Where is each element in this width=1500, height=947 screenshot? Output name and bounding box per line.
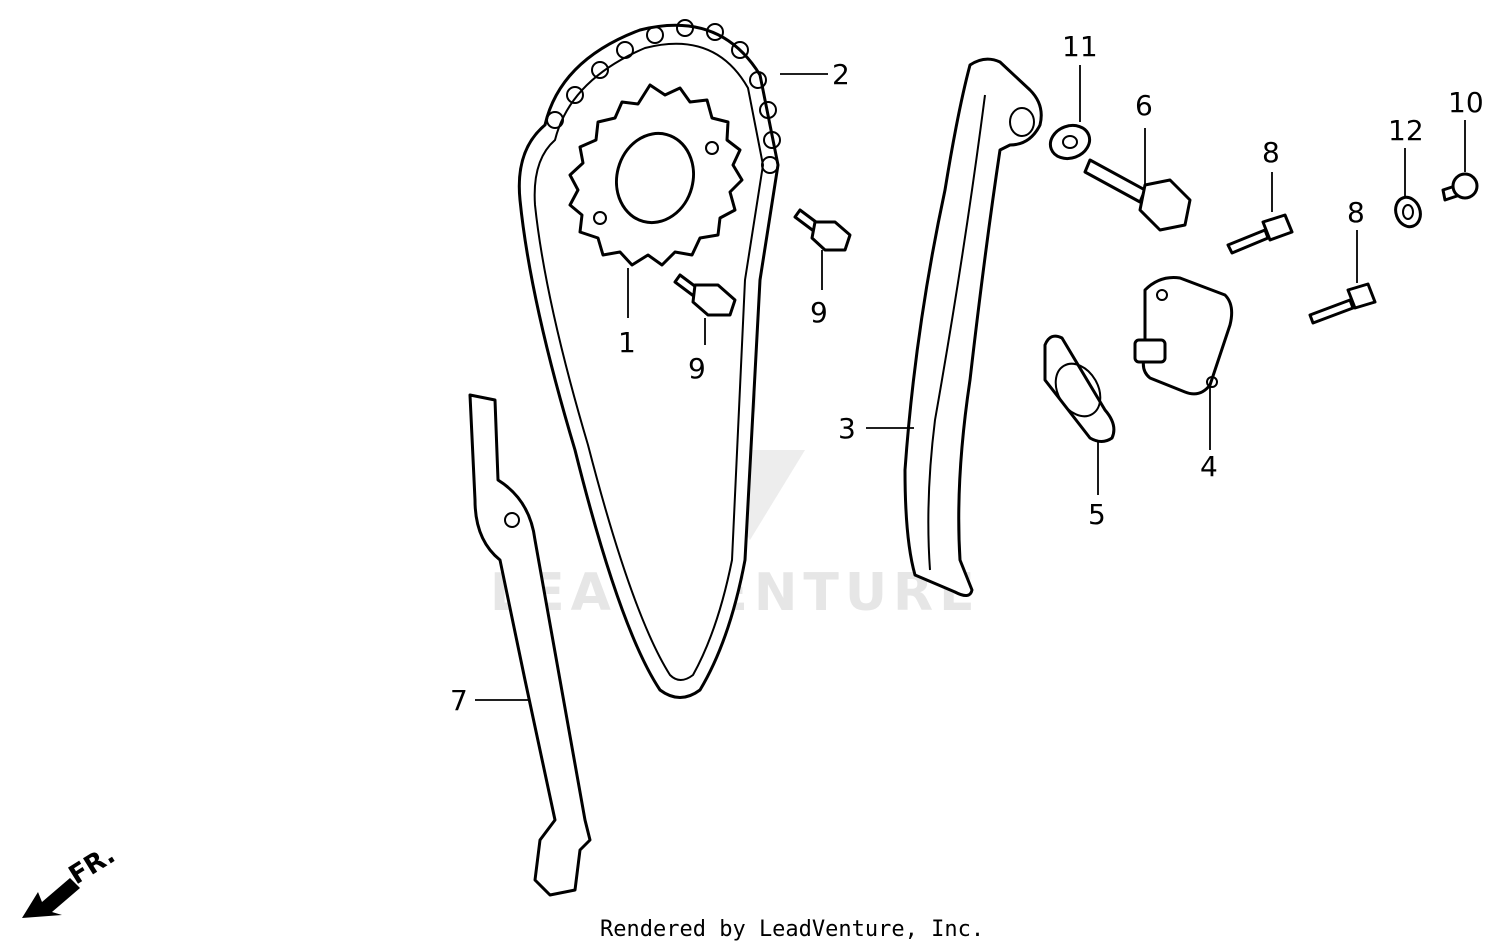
washer-12 — [1394, 195, 1422, 229]
callout-12: 12 — [1388, 114, 1424, 147]
cam-chain-guide — [468, 393, 592, 897]
cam-sprocket — [568, 83, 744, 267]
chain-tensioner-slipper — [903, 57, 1043, 597]
callout-10: 10 — [1448, 86, 1484, 119]
flange-bolt-9-lower — [673, 273, 737, 317]
callout-7: 7 — [450, 684, 468, 717]
callout-8-lower: 8 — [1347, 196, 1365, 229]
bolt-6 — [1083, 158, 1192, 232]
callout-9-lower: 9 — [688, 352, 706, 385]
callout-11: 11 — [1062, 30, 1098, 63]
callout-6: 6 — [1135, 89, 1153, 122]
callout-8-upper: 8 — [1262, 136, 1280, 169]
front-direction-arrow-icon — [22, 878, 80, 918]
bolt-8-lower — [1308, 282, 1377, 325]
screw-10 — [1441, 172, 1479, 202]
leader-lines — [475, 65, 1466, 701]
flange-bolt-9-upper — [793, 208, 852, 252]
tensioner-gasket — [1043, 334, 1116, 443]
render-credit: Rendered by LeadVenture, Inc. — [600, 917, 984, 942]
callout-4: 4 — [1200, 450, 1218, 483]
callout-5: 5 — [1088, 498, 1106, 531]
callout-1: 1 — [618, 326, 636, 359]
callout-2: 2 — [832, 58, 850, 91]
bolt-8-upper — [1226, 213, 1294, 255]
callout-9-upper: 9 — [810, 296, 828, 329]
tensioner-lifter — [1133, 276, 1234, 396]
chain-links-top — [546, 19, 781, 174]
washer-11 — [1048, 123, 1092, 161]
callout-3: 3 — [838, 412, 856, 445]
